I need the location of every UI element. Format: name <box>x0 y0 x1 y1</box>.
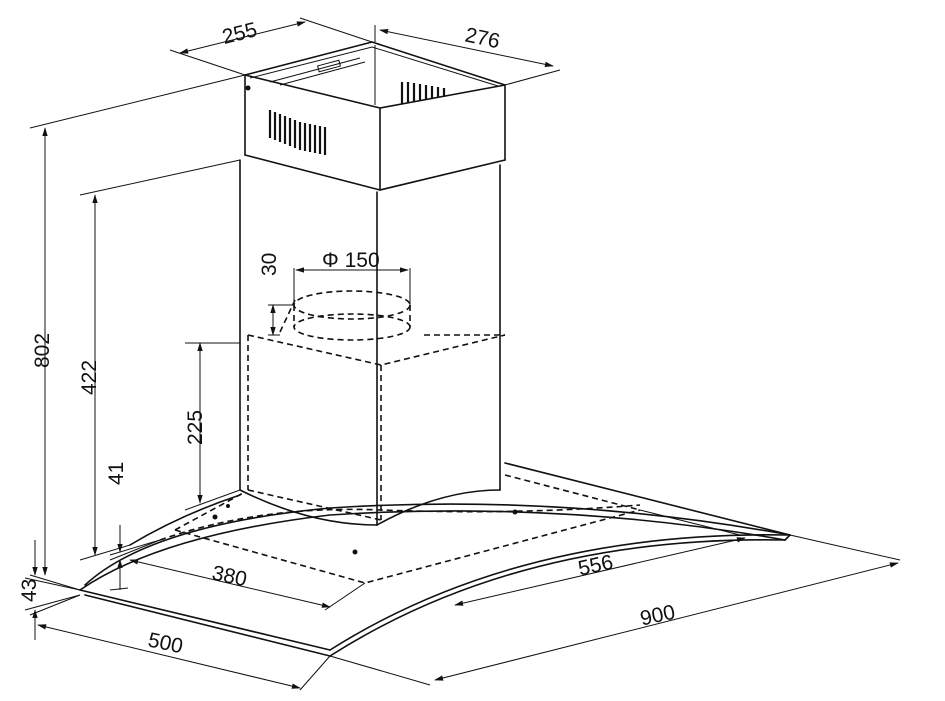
dim-label-outlet-height: 30 <box>258 253 281 276</box>
upper-chimney-side-vent <box>245 85 327 155</box>
dim-label-top-width: 255 <box>220 18 260 49</box>
dim-label-canopy-height: 41 <box>105 462 128 485</box>
dim-label-total-height: 802 <box>31 333 54 368</box>
dim-label-back-width: 556 <box>576 551 615 581</box>
dim-label-outlet-diameter: Φ 150 <box>322 249 380 272</box>
canopy <box>79 462 791 657</box>
dim-label-glass-thickness: 43 <box>18 579 41 602</box>
lower-chimney <box>239 159 506 526</box>
dim-label-lower-chimney-height: 225 <box>184 410 207 445</box>
dim-label-overall-depth: 500 <box>146 628 185 658</box>
outlet-collar-hidden <box>279 290 505 341</box>
upper-chimney-front-vent <box>400 82 446 104</box>
dimension-lines <box>24 17 901 691</box>
dim-label-overall-width: 900 <box>638 601 677 631</box>
dim-label-back-depth: 380 <box>210 561 249 591</box>
dim-label-chimney-height: 422 <box>78 360 101 395</box>
